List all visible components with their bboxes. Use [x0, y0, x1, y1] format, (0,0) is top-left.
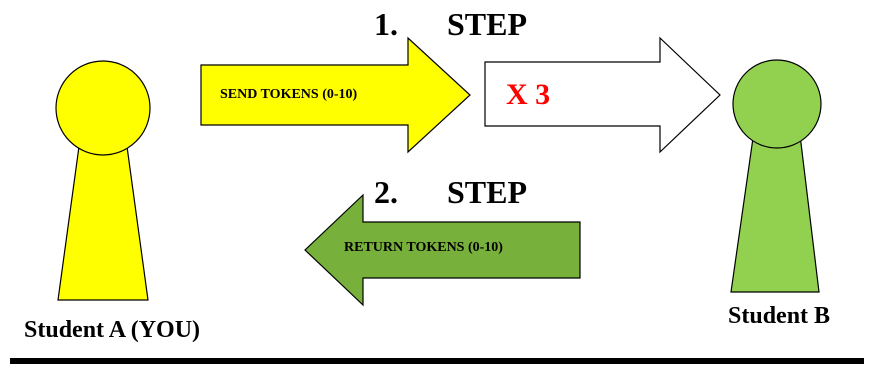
multiply-arrow: [484, 36, 721, 154]
student-b-label: Student B: [728, 303, 831, 329]
student-b-head: [732, 59, 822, 149]
step-1-label: STEP: [447, 6, 528, 42]
send-tokens-label: SEND TOKENS (0-10): [220, 87, 358, 102]
student-a-label: Student A (YOU): [24, 317, 201, 343]
student-a-figure: [55, 60, 151, 301]
bottom-divider: [10, 358, 864, 364]
return-tokens-label: RETURN TOKENS (0-10): [344, 240, 503, 255]
multiplier-label: X 3: [506, 78, 551, 111]
step-2-label: STEP: [447, 174, 528, 210]
student-b-figure: [730, 59, 822, 293]
step-2-number: 2.: [374, 174, 398, 210]
send-tokens-arrow: [200, 36, 471, 154]
student-a-head: [55, 60, 151, 156]
return-tokens-arrow: [304, 193, 581, 307]
step-1-number: 1.: [374, 6, 398, 42]
